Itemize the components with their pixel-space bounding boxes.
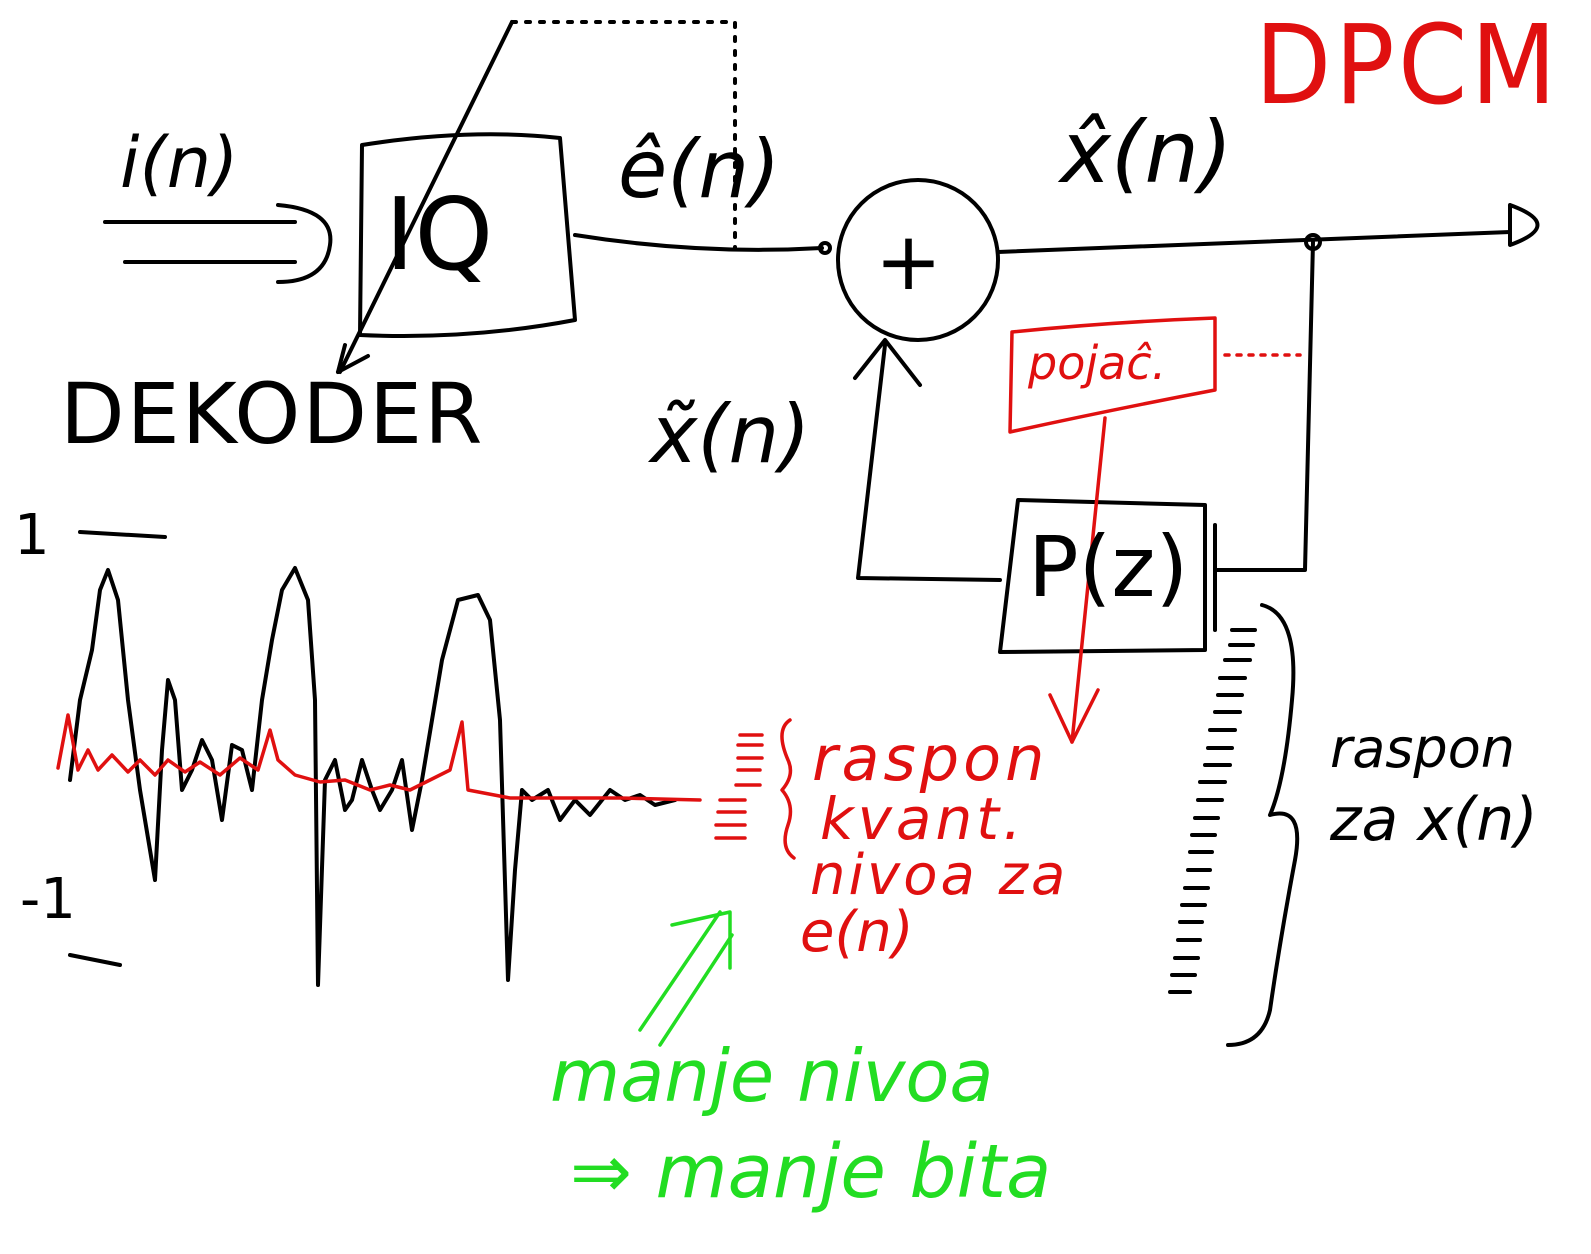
iq-block-label: IQ bbox=[385, 176, 494, 293]
red-level-ticks bbox=[714, 733, 764, 840]
decoder-label: DEKODER bbox=[60, 365, 485, 463]
dotted-bracket bbox=[510, 20, 737, 250]
e-range-line4: e(n) bbox=[800, 900, 914, 965]
predictor-to-adder-line bbox=[856, 343, 1002, 582]
gain-box bbox=[1008, 316, 1217, 434]
input-arrow bbox=[103, 203, 333, 284]
adder-circle bbox=[836, 178, 1000, 342]
feedback-down-line bbox=[1213, 240, 1315, 572]
input-signal-label: i(n) bbox=[120, 122, 239, 204]
x-range-line2: za x(n) bbox=[1330, 785, 1538, 855]
iq-block bbox=[358, 132, 577, 338]
red-error-waveform bbox=[56, 713, 702, 802]
x-tilde-label: x̃(n) bbox=[650, 388, 811, 481]
note-line1: manje nivoa bbox=[550, 1034, 994, 1118]
decoder-pointer-arrow bbox=[336, 20, 514, 374]
e-range-line2: kvant. bbox=[820, 785, 1026, 853]
plot-bottom-tick bbox=[68, 953, 122, 967]
plot-top-value: 1 bbox=[14, 503, 50, 568]
line-eq-to-adder bbox=[573, 233, 824, 252]
gain-label: pojaĉ. bbox=[1028, 336, 1167, 390]
red-arrowhead bbox=[1048, 688, 1100, 744]
adder-input-dot bbox=[818, 241, 832, 255]
diagram-title: DPCM bbox=[1255, 1, 1560, 129]
x-hat-label: x̂(n) bbox=[1060, 103, 1233, 203]
e-range-line1: raspon bbox=[812, 722, 1049, 795]
green-arrow bbox=[638, 910, 734, 1047]
plot-bottom-value: -1 bbox=[20, 867, 76, 932]
black-waveform bbox=[68, 566, 677, 987]
note-line2: ⇒ manje bita bbox=[570, 1129, 1052, 1215]
e-hat-label: ê(n) bbox=[618, 123, 781, 216]
red-arrow-down bbox=[1070, 416, 1107, 744]
output-arrowhead bbox=[1508, 203, 1540, 247]
x-range-ticks bbox=[1168, 628, 1257, 994]
x-range-curly-brace bbox=[1226, 603, 1300, 1047]
adder-plus-label: + bbox=[875, 215, 943, 308]
red-curly-brace bbox=[780, 718, 796, 860]
e-range-line3: nivoa za bbox=[810, 843, 1069, 908]
x-range-line1: raspon bbox=[1330, 717, 1515, 780]
predictor-label: P(z) bbox=[1028, 518, 1189, 616]
predictor-block bbox=[998, 498, 1207, 654]
adder-feedback-arrowhead bbox=[853, 338, 922, 387]
plot-top-tick bbox=[78, 530, 167, 539]
line-adder-to-output bbox=[996, 230, 1512, 254]
